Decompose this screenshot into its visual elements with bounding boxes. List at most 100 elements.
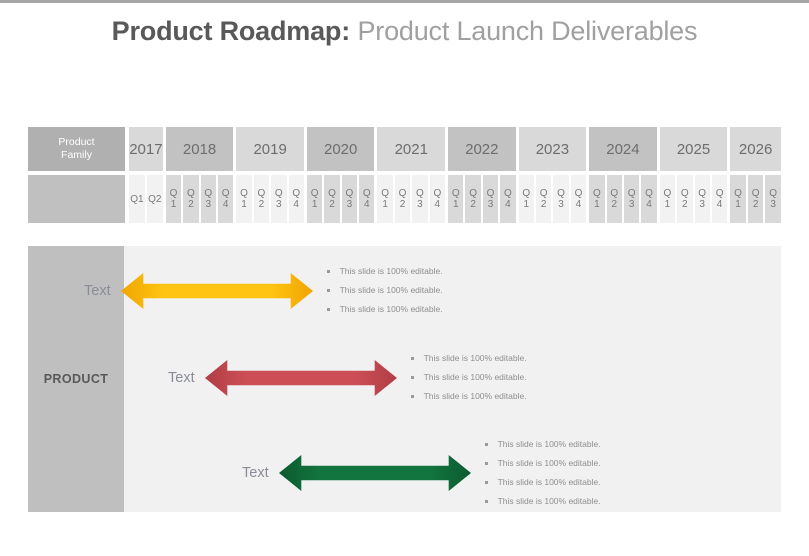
timeline-year-label: 2020	[324, 140, 358, 158]
timeline-year-label: 2017	[129, 140, 163, 158]
timeline-year-2018[interactable]: 2018	[165, 127, 234, 171]
quarter-letter: Q	[221, 188, 230, 199]
quarter-letter: Q	[292, 188, 301, 199]
timeline-quarter-2017-Q1[interactable]: Q1	[129, 175, 145, 223]
quarter-number: 3	[558, 199, 564, 210]
bullet-text: This slide is 100% editable.	[423, 372, 527, 382]
quarter-number: 3	[205, 199, 212, 210]
timeline-year-2025[interactable]: 2025	[659, 127, 728, 171]
lane-arrow[interactable]	[204, 359, 397, 396]
list-item: This slide is 100% editable.	[326, 281, 443, 300]
lane-arrow[interactable]	[120, 272, 313, 309]
timeline-year-label: 2018	[182, 140, 217, 158]
quarter-letter: Q	[751, 188, 760, 199]
quarter-number: 2	[682, 199, 688, 210]
timeline-year-2026[interactable]: 2026	[730, 127, 781, 171]
product-family-header: Product Family	[28, 127, 125, 171]
lane-bullet-list: This slide is 100% editable.This slide i…	[484, 435, 601, 511]
timeline-year-label: 2025	[676, 140, 711, 158]
quarter-letter: Q	[663, 188, 672, 199]
product-family-spacer	[28, 175, 125, 223]
quarter-number: 4	[363, 199, 370, 210]
quarter-letter: Q	[451, 188, 460, 199]
quarter-letter: Q	[433, 188, 442, 199]
timeline-year-2019[interactable]: 2019	[236, 127, 304, 171]
bullet-text: This slide is 100% editable.	[423, 353, 527, 363]
quarter-number: 4	[222, 199, 229, 210]
timeline-quarter-2017-Q2[interactable]: Q2	[146, 175, 163, 223]
timeline-year-2021[interactable]: 2021	[377, 127, 446, 171]
quarter-number: 4	[505, 199, 511, 210]
timeline-year-2023[interactable]: 2023	[518, 127, 587, 171]
quarter-number: 2	[258, 199, 265, 210]
lane-text-label[interactable]: Text	[242, 465, 269, 481]
quarter-text: Q2	[148, 193, 162, 205]
lane-text-label[interactable]: Text	[84, 282, 111, 299]
quarter-number: 2	[752, 199, 759, 210]
bullet-text: This slide is 100% editable.	[497, 458, 601, 468]
bullet-square-icon	[484, 443, 488, 446]
lane-arrow[interactable]	[278, 455, 471, 491]
timeline-year-2017[interactable]: 2017	[129, 127, 163, 171]
timeline-year-2022[interactable]: 2022	[448, 127, 516, 171]
timeline-year-2020[interactable]: 2020	[306, 127, 375, 171]
quarter-number: 1	[382, 199, 388, 210]
list-item: This slide is 100% editable.	[326, 262, 443, 281]
quarter-number: 1	[170, 199, 177, 210]
product-family-line2: Family	[61, 149, 92, 161]
quarter-number: 4	[575, 199, 582, 210]
quarter-letter: Q	[257, 188, 266, 199]
quarter-number: 2	[540, 199, 547, 210]
bullet-text: This slide is 100% editable.	[339, 266, 443, 276]
quarter-letter: Q	[610, 188, 619, 199]
timeline-year-2024[interactable]: 2024	[589, 127, 657, 171]
lane-text-label[interactable]: Text	[168, 369, 195, 386]
quarter-letter: Q	[680, 188, 689, 199]
quarter-number: 1	[735, 199, 741, 210]
